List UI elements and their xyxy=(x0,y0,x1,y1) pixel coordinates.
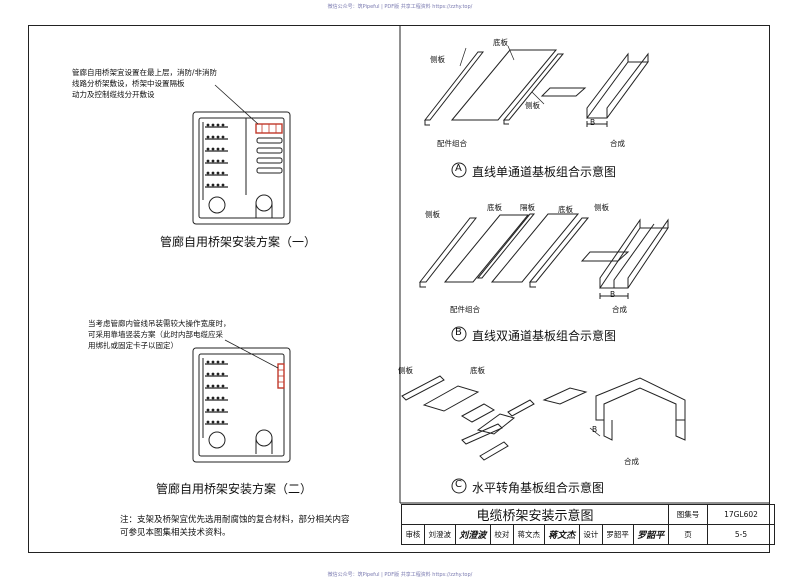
figB-label-combined: 合成 xyxy=(612,305,627,314)
scheme1-note: 管廊自用桥架宜设置在最上层，消防/非消防 线路分桥架敷设，桥架中设置隔板 动力及… xyxy=(72,67,217,100)
scheme2-note-line2: 可采用靠墙竖装方案（此时内部电缆应采 xyxy=(88,330,223,339)
scheme2-caption: 管廊自用桥架安装方案（二） xyxy=(156,482,313,496)
figC-label-combined: 合成 xyxy=(624,457,639,466)
figB-label-side2: 侧板 xyxy=(594,203,609,212)
footnote: 注：支架及桥架宜优先选用耐腐蚀的复合材料，部分相关内容 可参见本图集相关技术资料… xyxy=(120,514,350,540)
designer-signature: 罗韶平 xyxy=(632,524,670,545)
atlas-number-label: 图集号 xyxy=(668,504,708,525)
figB-marker: B xyxy=(455,327,462,338)
scheme1-leader-line xyxy=(214,84,259,125)
figA-label-side: 侧板 xyxy=(430,55,445,64)
figB-marker-circle xyxy=(451,326,467,342)
figB-caption: 直线双通道基板组合示意图 xyxy=(472,329,617,343)
scheme1-note-line2: 线路分桥架敷设，桥架中设置隔板 xyxy=(72,79,185,88)
figA-label-side2: 侧板 xyxy=(525,101,540,110)
figA-label-parts: 配件组合 xyxy=(437,139,467,148)
design-label: 设计 xyxy=(578,524,603,545)
figB-label-parts: 配件组合 xyxy=(450,305,480,314)
figA-label-bottom: 底板 xyxy=(493,38,508,47)
checker-signature: 蒋文杰 xyxy=(543,524,580,545)
scheme1-section-drawing xyxy=(192,84,291,225)
scheme1-note-line3: 动力及控制缆线分开敷设 xyxy=(72,90,155,99)
page-label: 页 xyxy=(668,524,708,545)
scheme2-note: 当考虑管廊内管线吊装需较大操作宽度时， 可采用靠墙竖装方案（此时内部电缆应采 用… xyxy=(88,318,231,351)
figA-marker-circle xyxy=(451,162,467,178)
figA-exploded-drawing xyxy=(423,45,649,127)
figC-label-side: 侧板 xyxy=(398,366,413,375)
title-block: 电缆桥架安装示意图 图集号 17GL602 审核 刘澄波 刘澄波 校对 蒋文杰 … xyxy=(401,504,775,545)
figC-label-bottom: 底板 xyxy=(470,366,485,375)
footnote-line2: 可参见本图集相关技术资料。 xyxy=(120,528,231,538)
figB-label-partition: 隔板 xyxy=(520,203,535,212)
figB-exploded-drawing xyxy=(418,213,669,299)
atlas-number: 17GL602 xyxy=(707,504,775,525)
scheme1-caption: 管廊自用桥架安装方案（一） xyxy=(160,235,317,249)
page-number: 5-5 xyxy=(707,524,775,545)
watermark-bottom: 微信公众号：筑Pipeful | PDF版 共享工程资料 https://zzh… xyxy=(327,572,473,578)
scheme2-section-drawing xyxy=(192,339,291,463)
checker-name: 蒋文杰 xyxy=(512,524,545,545)
drawing-title: 电缆桥架安装示意图 xyxy=(401,504,669,525)
check-label: 校对 xyxy=(489,524,514,545)
figB-label-bottom2: 底板 xyxy=(558,205,573,214)
drawing-frame xyxy=(28,25,770,553)
figB-label-B: B xyxy=(610,290,616,299)
figC-exploded-drawing xyxy=(401,375,686,461)
figC-marker-circle xyxy=(451,478,467,494)
designer-name: 罗韶平 xyxy=(601,524,634,545)
figA-marker: A xyxy=(455,163,462,174)
figC-marker: C xyxy=(455,479,462,490)
scheme2-leader-line xyxy=(224,339,279,369)
figC-label-B: B xyxy=(592,425,598,434)
scheme2-note-line3: 用绑扎或固定卡子以固定） xyxy=(88,341,178,350)
reviewer-signature: 刘澄波 xyxy=(454,524,491,545)
figC-caption: 水平转角基板组合示意图 xyxy=(472,481,605,495)
figA-label-B: B xyxy=(590,118,596,127)
figA-caption: 直线单通道基板组合示意图 xyxy=(472,165,617,179)
scheme2-note-line1: 当考虑管廊内管线吊装需较大操作宽度时， xyxy=(88,319,231,328)
reviewer-name: 刘澄波 xyxy=(423,524,456,545)
figB-label-side: 侧板 xyxy=(425,210,440,219)
figB-label-bottom1: 底板 xyxy=(487,203,502,212)
watermark-top: 微信公众号：筑Pipeful | PDF版 共享工程资料 https://zzh… xyxy=(327,4,473,10)
footnote-line1: 注：支架及桥架宜优先选用耐腐蚀的复合材料，部分相关内容 xyxy=(120,515,350,525)
review-label: 审核 xyxy=(401,524,425,545)
figA-label-combined: 合成 xyxy=(610,139,625,148)
scheme1-note-line1: 管廊自用桥架宜设置在最上层，消防/非消防 xyxy=(72,68,218,77)
